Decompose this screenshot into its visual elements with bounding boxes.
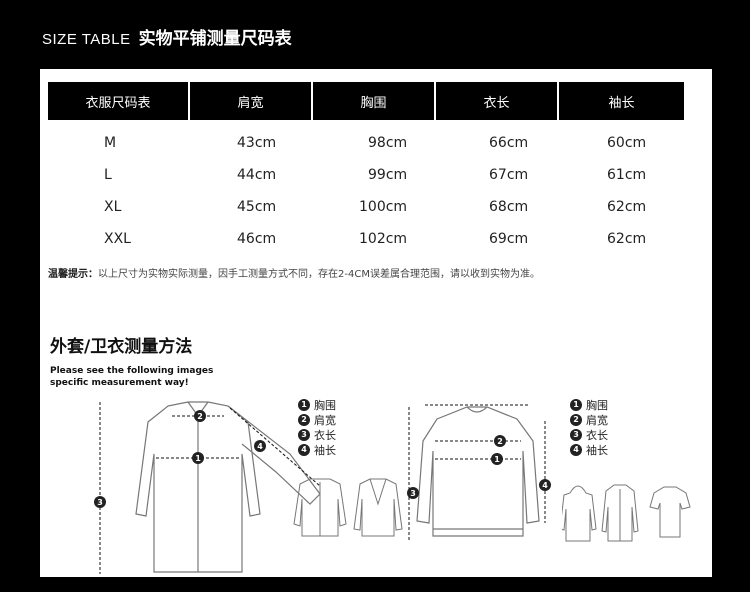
legend-shoulder: 肩宽	[586, 413, 608, 427]
legend-num: 3	[298, 428, 310, 441]
tip-text: 以上尺寸为实物实际测量，因手工测量方式不同，存在2-4CM误差属合理范围，请以收…	[98, 269, 540, 280]
cell-shoulder: 43cm	[237, 135, 277, 151]
cell-sleeve: 62cm	[607, 231, 647, 247]
cell-size: L	[104, 167, 112, 183]
method-title: 外套/卫衣测量方法	[50, 337, 193, 357]
marker-3: 3	[407, 487, 419, 499]
legend-num: 4	[298, 443, 310, 456]
marker-3: 3	[94, 496, 106, 508]
svg-text:1: 1	[494, 455, 500, 464]
svg-text:2: 2	[497, 437, 503, 446]
cell-chest: 102cm	[359, 231, 408, 247]
marker-4: 4	[254, 440, 266, 452]
marker-1: 1	[491, 453, 503, 465]
page-header: SIZE TABLE 实物平铺测量尺码表	[42, 24, 292, 54]
legend-length: 衣长	[586, 428, 608, 442]
legend-num: 3	[570, 428, 582, 441]
svg-text:1: 1	[195, 454, 201, 463]
legend-chest: 胸围	[314, 398, 336, 412]
table-row: XL 45cm 100cm 68cm 62cm	[48, 191, 688, 223]
cell-chest: 100cm	[359, 199, 408, 215]
cell-length: 67cm	[489, 167, 529, 183]
cell-length: 69cm	[489, 231, 529, 247]
table-header: 衣服尺码表 肩宽 胸围 衣长 袖长	[48, 82, 684, 120]
tip-label: 温馨提示：	[48, 269, 98, 280]
legend-length: 衣长	[314, 428, 336, 442]
header-sleeve: 袖长	[608, 95, 635, 111]
cell-sleeve: 62cm	[607, 199, 647, 215]
legend-num: 1	[570, 398, 582, 411]
cell-sleeve: 61cm	[607, 167, 647, 183]
legend-num: 2	[298, 413, 310, 426]
cell-chest: 99cm	[368, 167, 408, 183]
cell-size: M	[104, 135, 117, 151]
table-row: XXL 46cm 102cm 69cm 62cm	[48, 223, 688, 255]
size-table-panel: 衣服尺码表 肩宽 胸围 衣长 袖长 M 43cm 98cm 66cm 60cm …	[40, 69, 712, 577]
marker-2: 2	[194, 410, 206, 422]
legend-left: 1 胸围 2 肩宽 3 衣长 4 袖长	[298, 397, 336, 457]
svg-text:2: 2	[197, 412, 203, 421]
legend-sleeve: 袖长	[586, 443, 608, 457]
header-size: 衣服尺码表	[48, 82, 190, 120]
legend-chest: 胸围	[586, 398, 608, 412]
legend-shoulder: 肩宽	[314, 413, 336, 427]
header-shoulder: 肩宽	[190, 82, 313, 120]
method-subnote: Please see the following images specific…	[50, 366, 214, 388]
svg-text:4: 4	[257, 442, 263, 451]
shirt-measurement-diagram: 1 2 3 4	[94, 401, 321, 574]
cell-shoulder: 46cm	[237, 231, 277, 247]
cell-length: 66cm	[489, 135, 529, 151]
cell-chest: 98cm	[368, 135, 408, 151]
cell-size: XXL	[104, 231, 131, 247]
legend-right: 1 胸围 2 肩宽 3 衣长 4 袖长	[570, 397, 608, 457]
header-en-title: SIZE TABLE	[42, 31, 131, 48]
marker-2: 2	[494, 435, 506, 447]
cell-size: XL	[104, 199, 122, 215]
tip-note: 温馨提示：以上尺寸为实物实际测量，因手工测量方式不同，存在2-4CM误差属合理范…	[48, 265, 540, 280]
table-row: L 44cm 99cm 67cm 61cm	[48, 159, 688, 191]
legend-sleeve: 袖长	[314, 443, 336, 457]
cell-shoulder: 45cm	[237, 199, 277, 215]
jacket-thumbnails	[293, 478, 403, 537]
legend-num: 4	[570, 443, 582, 456]
svg-text:3: 3	[410, 489, 416, 498]
cell-sleeve: 60cm	[607, 135, 647, 151]
legend-num: 2	[570, 413, 582, 426]
table-row: M 43cm 98cm 66cm 60cm	[48, 127, 688, 159]
header-chest: 胸围	[313, 82, 436, 120]
header-length: 衣长	[436, 82, 559, 120]
garment-thumbnails	[562, 484, 691, 542]
svg-text:3: 3	[97, 498, 103, 507]
legend-num: 1	[298, 398, 310, 411]
marker-4: 4	[539, 479, 551, 491]
svg-text:4: 4	[542, 481, 548, 490]
sweater-measurement-diagram: 2 1 3 4	[407, 404, 551, 541]
header-cn-title: 实物平铺测量尺码表	[138, 29, 292, 49]
marker-1: 1	[192, 452, 204, 464]
cell-length: 68cm	[489, 199, 529, 215]
cell-shoulder: 44cm	[237, 167, 277, 183]
